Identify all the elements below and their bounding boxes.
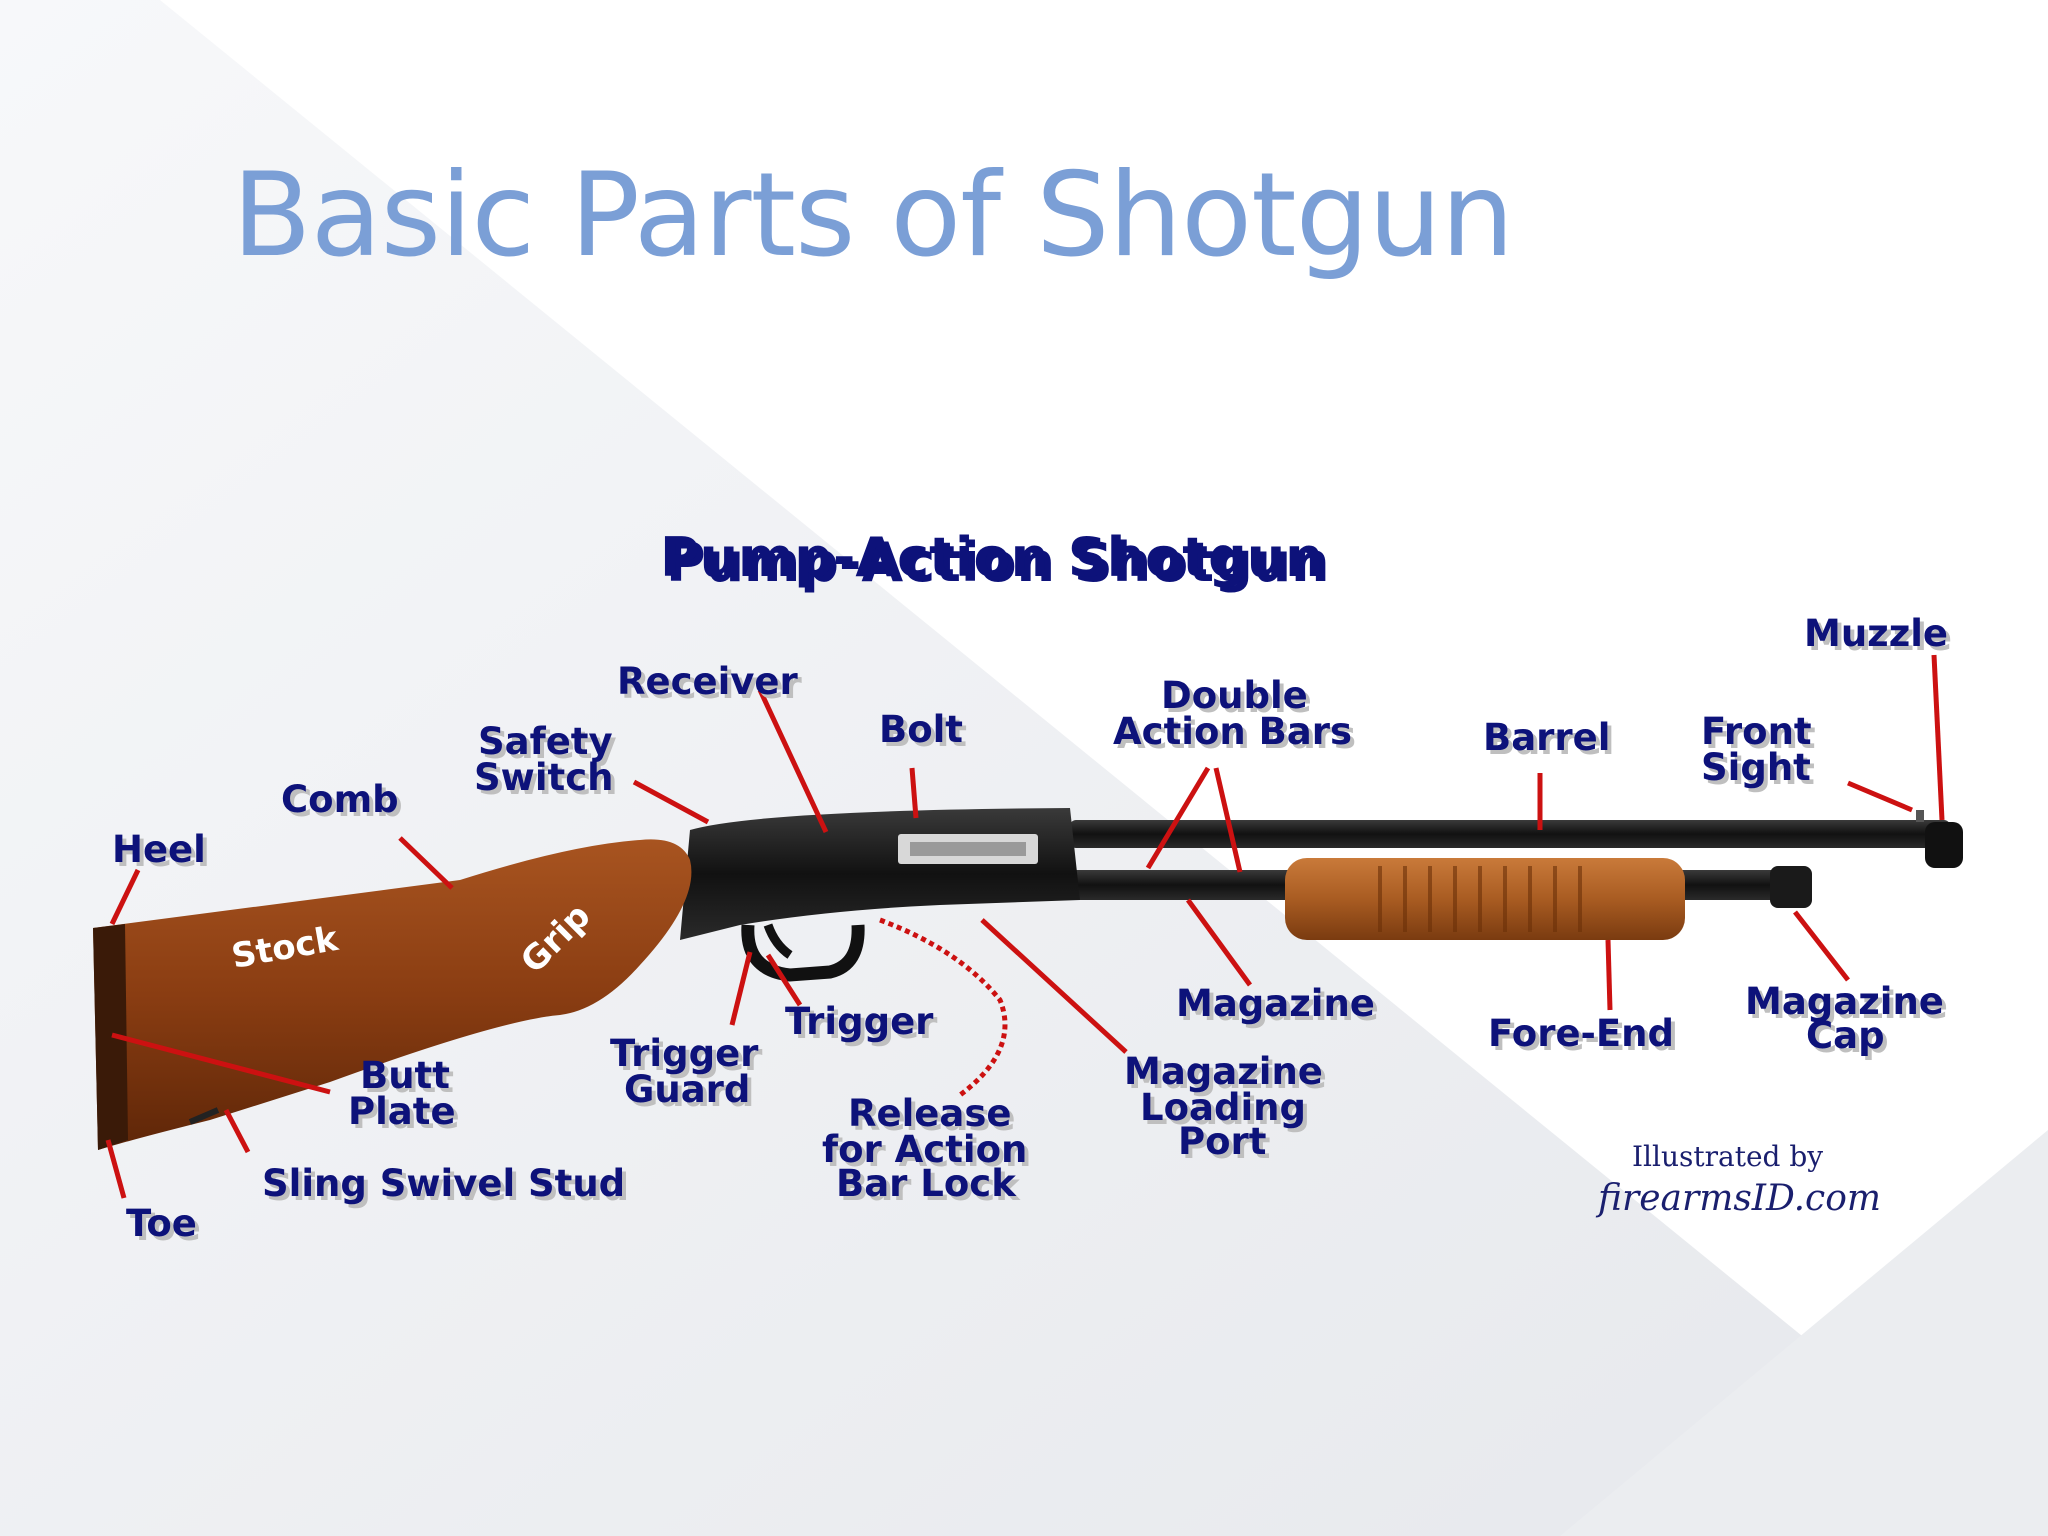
svg-text:Port: Port: [1182, 1124, 1270, 1167]
diagram-heading: Pump-Action Shotgun: [660, 526, 1324, 589]
label-magazine: Magazine: [1176, 982, 1375, 1025]
svg-text:Double: Double: [1165, 678, 1312, 721]
label-fore-end: Fore-End: [1488, 1012, 1674, 1055]
label-double-action-bars-line1: Double: [1161, 674, 1308, 717]
label-trigger-guard-line1: Trigger: [610, 1032, 759, 1075]
svg-text:for Action: for Action: [826, 1132, 1031, 1175]
label-receiver: Receiver: [617, 660, 799, 703]
label-double-action-bars-line2: Action Bars: [1113, 710, 1352, 753]
slide-title: Basic Parts of Shotgun: [232, 148, 1514, 283]
svg-text:Trigger: Trigger: [614, 1036, 763, 1079]
label-front-sight-line1: Front: [1701, 710, 1812, 753]
label-magazine-loading-port-line3: Port: [1178, 1120, 1266, 1163]
sling-swivel-stud: [188, 1107, 220, 1125]
part-labels: Muzzle Muzzle Receiver Receiver Double D…: [112, 612, 1952, 1249]
label-magazine-loading-port-line2: Loading: [1140, 1086, 1306, 1129]
svg-text:Loading: Loading: [1144, 1090, 1310, 1133]
svg-text:Magazine: Magazine: [1128, 1054, 1327, 1097]
muzzle-end: [1925, 822, 1963, 868]
label-toe: Toe: [126, 1202, 197, 1245]
label-heel: Heel: [112, 828, 206, 871]
svg-text:Switch: Switch: [478, 760, 617, 803]
label-bolt: Bolt: [879, 708, 963, 751]
svg-text:Bar Lock: Bar Lock: [840, 1166, 1021, 1209]
svg-text:Release: Release: [852, 1096, 1015, 1139]
label-release-line2: for Action: [822, 1128, 1027, 1171]
svg-text:Toe: Toe: [130, 1206, 201, 1249]
label-magazine-cap-line1: Magazine: [1745, 980, 1944, 1023]
svg-text:Guard: Guard: [628, 1072, 754, 1115]
label-safety-switch-line1: Safety: [478, 720, 613, 763]
svg-text:Bolt: Bolt: [883, 712, 967, 755]
svg-text:Comb: Comb: [285, 782, 403, 825]
svg-text:Magazine: Magazine: [1749, 984, 1948, 1027]
svg-text:Trigger: Trigger: [789, 1004, 938, 1047]
credit-line2: firearmsID.com: [1595, 1178, 1881, 1219]
svg-text:Heel: Heel: [116, 832, 210, 875]
label-magazine-cap-line2: Cap: [1806, 1014, 1885, 1057]
trigger-guard: [741, 924, 865, 982]
svg-text:Pump-Action Shotgun: Pump-Action Shotgun: [666, 531, 1330, 594]
background-corner-shade: [1560, 1130, 2048, 1536]
svg-text:Safety: Safety: [482, 724, 617, 767]
stock: [93, 839, 692, 1150]
fore-end: [1285, 858, 1685, 940]
label-front-sight-line2: Sight: [1701, 746, 1811, 789]
svg-text:Muzzle: Muzzle: [1808, 616, 1952, 659]
svg-text:Sight: Sight: [1705, 750, 1815, 793]
label-release-line3: Bar Lock: [836, 1162, 1017, 1205]
label-magazine-loading-port-line1: Magazine: [1124, 1050, 1323, 1093]
label-muzzle: Muzzle: [1804, 612, 1948, 655]
credit-line1: Illustrated by: [1632, 1140, 1823, 1173]
label-safety-switch-line2: Switch: [474, 756, 613, 799]
label-butt-plate-line1: Butt: [360, 1054, 450, 1097]
fore-end-grooves: [1378, 866, 1582, 932]
svg-text:Cap: Cap: [1810, 1018, 1889, 1061]
label-barrel: Barrel: [1483, 716, 1610, 759]
svg-text:Action Bars: Action Bars: [1117, 714, 1356, 757]
svg-text:Plate: Plate: [352, 1094, 460, 1137]
label-trigger-guard-line2: Guard: [624, 1068, 750, 1111]
label-release-line1: Release: [848, 1092, 1011, 1135]
label-butt-plate-line2: Plate: [348, 1090, 456, 1133]
magazine-cap: [1770, 866, 1812, 908]
label-comb: Comb: [281, 778, 399, 821]
svg-text:Butt: Butt: [364, 1058, 454, 1101]
butt-plate: [93, 924, 128, 1150]
svg-text:Sling Swivel Stud: Sling Swivel Stud: [266, 1166, 629, 1209]
svg-text:Receiver: Receiver: [621, 664, 803, 707]
svg-text:Barrel: Barrel: [1487, 720, 1614, 763]
trigger: [763, 923, 793, 959]
label-sling-swivel-stud: Sling Swivel Stud: [262, 1162, 625, 1205]
leader-lines: [105, 654, 1945, 1199]
svg-text:Front: Front: [1705, 714, 1816, 757]
svg-text:Fore-End: Fore-End: [1492, 1016, 1678, 1059]
front-sight: [1916, 810, 1924, 822]
svg-text:Magazine: Magazine: [1180, 986, 1379, 1029]
label-trigger: Trigger: [785, 1000, 934, 1043]
barrel: [1070, 820, 1950, 848]
